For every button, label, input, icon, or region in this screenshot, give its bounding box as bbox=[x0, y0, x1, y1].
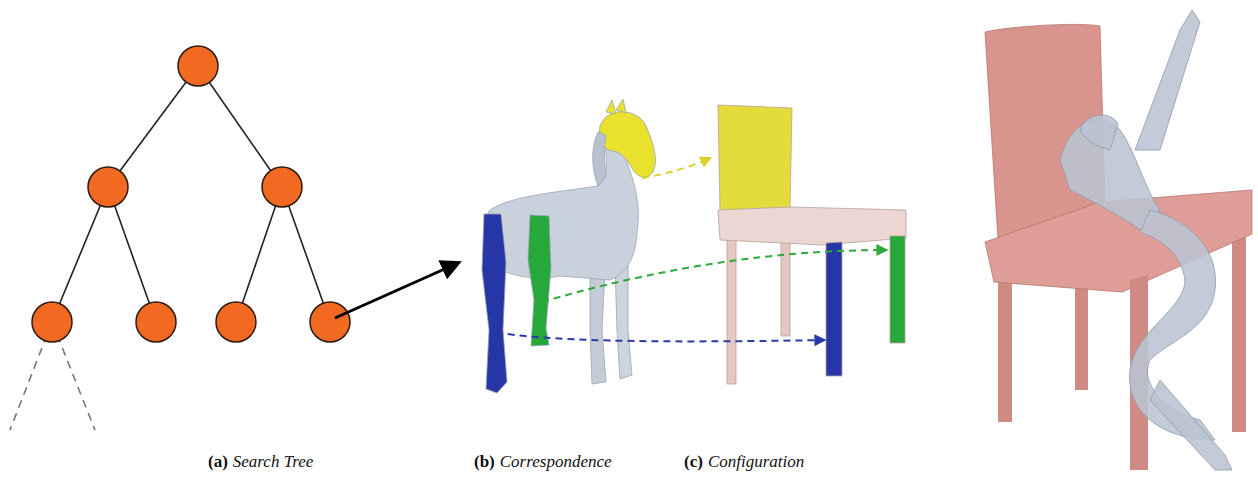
caption-text: Configuration bbox=[708, 452, 804, 472]
caption-letter: (c) bbox=[684, 452, 703, 472]
caption-letter: (b) bbox=[474, 452, 495, 472]
configuration-figure bbox=[985, 10, 1252, 470]
caption-letter: (a) bbox=[208, 452, 228, 472]
caption-text: Correspondence bbox=[500, 452, 612, 472]
caption-text: Search Tree bbox=[233, 452, 313, 472]
correspondence-arrow bbox=[642, 158, 710, 178]
correspondence-arrow bbox=[496, 332, 824, 341]
correspondence-arrow bbox=[542, 250, 886, 302]
pointer-arrow bbox=[335, 263, 458, 318]
horse-figure bbox=[482, 99, 655, 393]
chair-figure bbox=[718, 105, 906, 384]
search-tree bbox=[10, 46, 350, 430]
